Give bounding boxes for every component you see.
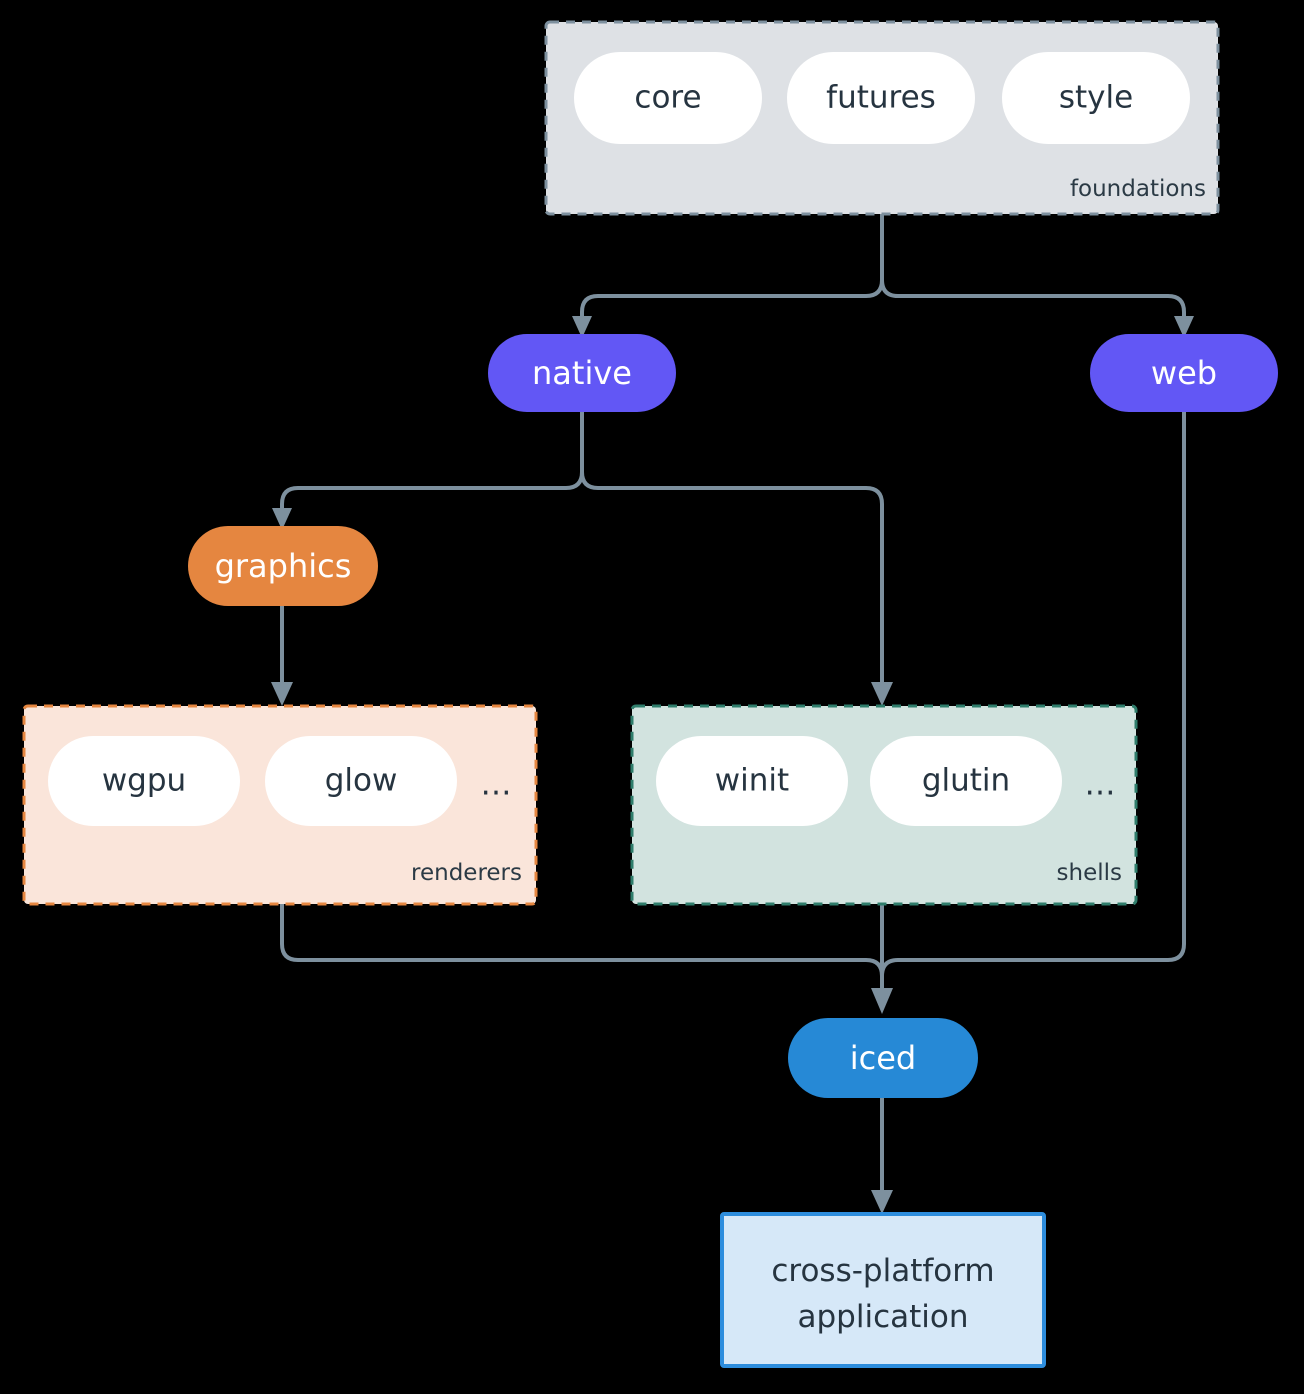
- arrow-native-to-graphics: [272, 508, 292, 530]
- arrow-iced-to-application: [871, 1190, 893, 1214]
- arrow-graphics-to-renderers: [271, 682, 293, 706]
- edge-renderers-to-iced: [280, 904, 884, 994]
- node-graphics[interactable]: graphics: [188, 526, 378, 606]
- leaf-node-style-label: style: [1059, 80, 1133, 116]
- leaf-node-glow[interactable]: glow: [265, 736, 457, 826]
- leaf-node-winit-shape: [656, 736, 848, 826]
- edge-web-to-iced: [880, 412, 1186, 994]
- edge-native-to-shells: [580, 412, 884, 688]
- group-renderers[interactable]: wgpu glow … renderers: [22, 704, 538, 906]
- edge-foundations-to-web: [880, 214, 1186, 322]
- node-graphics-label: graphics: [215, 547, 352, 585]
- leaf-node-glutin[interactable]: glutin: [870, 736, 1062, 826]
- leaf-node-glutin-shape: [870, 736, 1062, 826]
- node-web[interactable]: web: [1090, 334, 1278, 412]
- node-web-shape: [1090, 334, 1278, 412]
- leaf-node-shells-more-label: …: [1085, 767, 1116, 803]
- group-foundations-label: foundations: [1070, 176, 1206, 202]
- node-web-label: web: [1151, 354, 1217, 392]
- leaf-node-winit[interactable]: winit: [656, 736, 848, 826]
- node-iced-label: iced: [850, 1039, 916, 1077]
- group-foundations[interactable]: core futures style foundations: [544, 20, 1220, 216]
- node-application-label-line2: application: [798, 1299, 969, 1335]
- group-renderers-label: renderers: [411, 860, 522, 886]
- node-iced-shape: [788, 1018, 978, 1098]
- leaf-node-glutin-label: glutin: [922, 763, 1010, 799]
- edges-layer: [271, 214, 1194, 1214]
- leaf-node-futures-label: futures: [826, 80, 936, 116]
- leaf-node-core-shape: [574, 52, 762, 144]
- leaf-node-futures[interactable]: futures: [787, 52, 975, 144]
- node-application-label-line1: cross-platform: [771, 1253, 994, 1289]
- leaf-node-wgpu[interactable]: wgpu: [48, 736, 240, 826]
- arrow-native-to-shells: [871, 682, 893, 706]
- arrow-foundations-to-web: [1174, 316, 1194, 338]
- arrow-foundations-to-native: [572, 316, 592, 338]
- node-native-shape: [488, 334, 676, 412]
- node-iced[interactable]: iced: [788, 1018, 978, 1098]
- edge-native-to-graphics: [280, 412, 584, 514]
- leaf-node-core-label: core: [634, 80, 701, 116]
- node-application[interactable]: cross-platform application: [720, 1212, 1046, 1368]
- leaf-node-winit-label: winit: [715, 763, 789, 799]
- leaf-node-wgpu-label: wgpu: [102, 763, 186, 799]
- leaf-node-glow-shape: [265, 736, 457, 826]
- node-application-shape: [720, 1212, 1046, 1368]
- group-shells-label: shells: [1057, 860, 1122, 886]
- arrow-to-iced: [871, 988, 893, 1014]
- leaf-node-wgpu-shape: [48, 736, 240, 826]
- leaf-node-futures-shape: [787, 52, 975, 144]
- leaf-node-glow-label: glow: [325, 763, 398, 799]
- node-native-label: native: [532, 354, 632, 392]
- leaf-node-renderers-more-label: …: [481, 767, 512, 803]
- leaf-node-core[interactable]: core: [574, 52, 762, 144]
- node-native[interactable]: native: [488, 334, 676, 412]
- edge-foundations-to-native: [580, 214, 884, 322]
- node-graphics-shape: [188, 526, 378, 606]
- group-shells[interactable]: winit glutin … shells: [630, 704, 1138, 906]
- leaf-node-style-shape: [1002, 52, 1190, 144]
- leaf-node-style[interactable]: style: [1002, 52, 1190, 144]
